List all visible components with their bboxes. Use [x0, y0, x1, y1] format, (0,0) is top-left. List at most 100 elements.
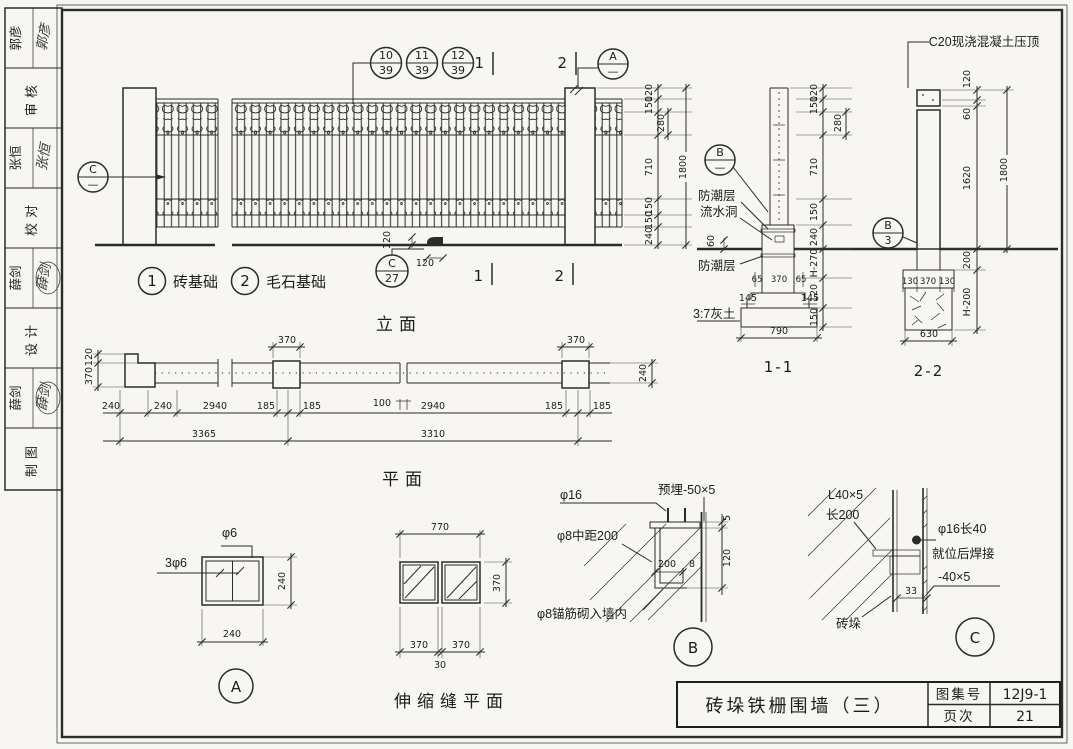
curb-dim-h: 120 [416, 258, 434, 269]
brick-pier-left [122, 87, 157, 246]
section11-annotations: B — 防潮层 流水洞 60 防潮层 65 370 65 145 145 3:7… [693, 144, 822, 343]
dim: 3365 [192, 429, 216, 440]
dim-145l: 145 [739, 293, 757, 304]
label-phi6: φ6 [222, 526, 237, 540]
designer-signature: 薛剑 [34, 260, 55, 292]
pier-section: 130 370 130 630 [900, 89, 957, 346]
signature-strip: 郭彦 郭彦 审核 张恒 张恒 校对 薛剑 薛剑 设计 薛剑 薛剑 制图 [4, 7, 63, 491]
expansion-joint-plan: 770 370 370 370 30 伸缩缝平面 [394, 522, 512, 711]
ref-b-letter: B [716, 146, 724, 159]
detail-a-bubble: A [231, 678, 242, 696]
dim-65r: 65 [796, 275, 807, 285]
dim: 2940 [203, 401, 227, 412]
label-embed-plate: 预埋-50×5 [658, 483, 715, 497]
detail-ref-den: 39 [415, 64, 429, 77]
dim: 120 [644, 84, 655, 102]
detail-ref-den: 39 [379, 64, 393, 77]
pier-hatch [807, 487, 894, 621]
legend-1-label: 砖基础 [173, 274, 218, 291]
label-brick-pier: 砖垛 [836, 616, 862, 631]
label-flat-bar: -40×5 [938, 570, 970, 584]
plan-end-pier [561, 360, 590, 389]
detail-c: L40×5 长200 φ16长40 就位后焊接 -40×5 33 砖垛 C [807, 487, 1000, 657]
note-weep: 流水洞 [700, 205, 738, 219]
dim-120: 120 [722, 549, 733, 567]
dim: 130 [939, 277, 955, 287]
section-mark-1-top: 1 [474, 54, 486, 72]
label-phi16-40: φ16长40 [938, 522, 986, 536]
dim-5: 5 [722, 515, 733, 521]
checker-name: 张恒 [8, 145, 23, 170]
elevation-title: 立面 [376, 315, 422, 334]
note-dpc-top: 防潮层 [698, 188, 736, 203]
dim: 370 [567, 335, 585, 346]
detail-b: φ16 预埋-50×5 φ8中距200 200 8 φ8锚筋砌入墙内 5 120… [537, 483, 733, 667]
dim-370: 370 [771, 275, 787, 285]
ref-a-sheet: — [608, 65, 619, 78]
brick-foundation [740, 224, 818, 328]
dim-790: 790 [770, 326, 788, 337]
ref-b-sheet: — [715, 161, 726, 174]
detail-ref-num: 10 [379, 49, 393, 62]
dim: 370 [492, 574, 503, 592]
dim: 200 [962, 251, 973, 269]
detail-a: φ6 3φ6 240 240 A [157, 526, 297, 704]
label-weld: 就位后焊接 [932, 546, 995, 561]
rubble-stones [909, 291, 947, 329]
dim: H-270 [809, 249, 820, 278]
detail-b-bubble: B [688, 639, 698, 657]
label-length200: 长200 [826, 508, 859, 522]
dim: 240 [223, 629, 241, 640]
plan-mid-pier [272, 360, 301, 389]
dim: 2940 [421, 401, 445, 412]
detail-ref-bubbles: 10 39 11 39 12 39 [352, 46, 475, 104]
atlas-no-label: 图集号 [936, 687, 983, 702]
dim-200: 200 [658, 559, 676, 570]
label-3phi6: 3φ6 [165, 556, 187, 570]
section22-title: 2-2 [914, 362, 945, 380]
legend-1-num: 1 [147, 272, 157, 290]
ref-c-sheet: — [88, 178, 99, 191]
elevation-dims: 120 150 280 710 150 150 240 1800 [597, 83, 692, 250]
dim: 185 [545, 401, 563, 412]
dim: 240 [644, 227, 655, 245]
row-label-design: 设计 [24, 320, 39, 356]
ref-b3-sheet: 3 [885, 234, 892, 247]
dim-overall: 1800 [999, 158, 1010, 182]
dim: 150 [644, 96, 655, 114]
dim-630: 630 [920, 329, 938, 340]
section-2-2: C20现浇混凝土压顶 130 370 130 630 B 3 [872, 34, 1040, 380]
dim: H-200 [962, 288, 973, 317]
dim: 710 [809, 158, 820, 176]
dim-joint: 100 [373, 398, 391, 409]
ref-a-letter: A [609, 50, 617, 63]
dim: 185 [257, 401, 275, 412]
section-mark-1-bottom: 1 [473, 267, 485, 285]
designer-name: 薛剑 [8, 265, 23, 290]
label-phi8-spacing: φ8中距200 [557, 528, 618, 543]
post [769, 87, 789, 225]
dim: 120 [84, 348, 95, 366]
curb-detail: 120 120 C 27 [375, 231, 448, 288]
ref-c27-sheet: 27 [385, 272, 399, 285]
coping-label: C20现浇混凝土压顶 [929, 34, 1040, 49]
dim: 240 [809, 228, 820, 246]
dim: 240 [102, 401, 120, 412]
dim: 770 [431, 522, 449, 533]
section-1-1: B — 防潮层 流水洞 60 防潮层 65 370 65 145 145 3:7… [693, 83, 1058, 376]
section-mark-2-top: 2 [557, 54, 569, 72]
dim-overall: 1800 [678, 155, 689, 179]
detail-ref-den: 39 [451, 64, 465, 77]
drafter-signature: 薛剑 [34, 380, 55, 412]
dim-145r: 145 [801, 293, 819, 304]
dim: 370 [920, 277, 936, 287]
dim: 185 [593, 401, 611, 412]
ref-c-letter: C [89, 163, 97, 176]
dim: 130 [902, 277, 918, 287]
detail-c-bubble: C [970, 629, 980, 647]
dim: 710 [644, 158, 655, 176]
dim: 150 [809, 96, 820, 114]
section22-dims: 120 60 1620 200 H-200 1800 [942, 70, 1014, 335]
row-label-review: 审核 [24, 80, 39, 116]
